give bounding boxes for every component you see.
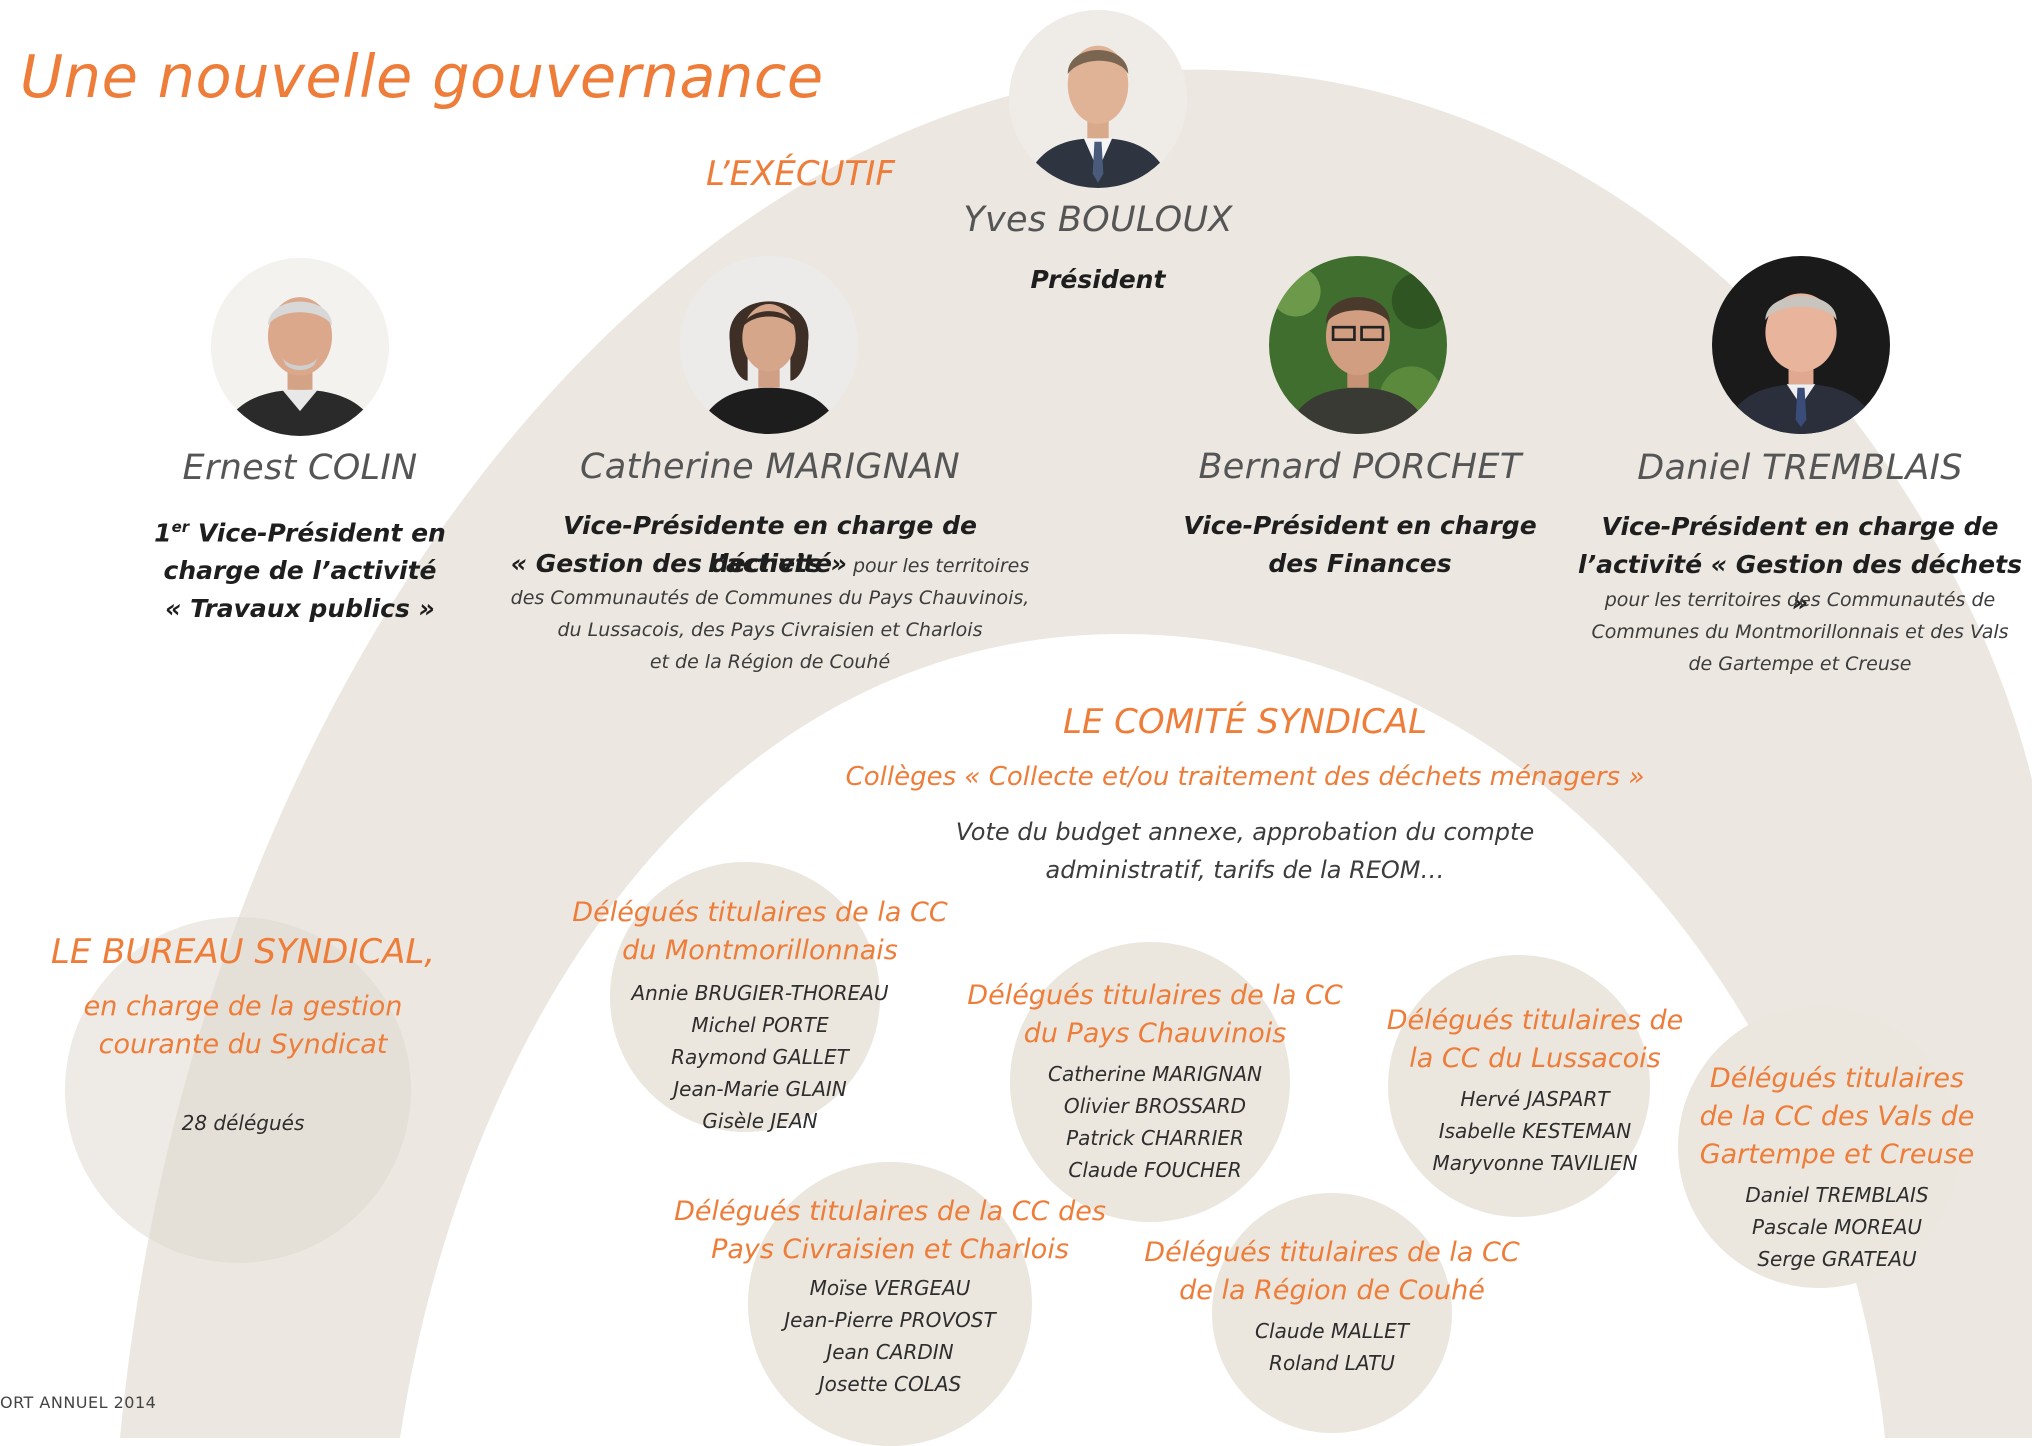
group-members-couhe: Claude MALLET Roland LATU bbox=[1132, 1315, 1532, 1379]
catherine-marignan-role-detail: « Gestion des déchets » pour les territo… bbox=[510, 549, 1030, 673]
bureau-delegate-count: 28 délégués bbox=[181, 1111, 305, 1135]
group-members-montmorillonnais: Annie BRUGIER-THOREAU Michel PORTE Raymo… bbox=[560, 977, 960, 1137]
list-item: Catherine MARIGNAN bbox=[1048, 1062, 1262, 1086]
ernest-colin-photo bbox=[211, 258, 389, 436]
president-role: Président bbox=[1030, 265, 1166, 294]
daniel-tremblais-photo bbox=[1712, 256, 1890, 434]
list-item: Patrick CHARRIER bbox=[1066, 1126, 1244, 1150]
group-circle-lussacois bbox=[1388, 955, 1650, 1217]
daniel-tremblais-name: Daniel TREMBLAIS bbox=[1637, 448, 1963, 488]
list-item: Claude FOUCHER bbox=[1068, 1158, 1242, 1182]
comite-subheading: Collèges « Collecte et/ou traitement des… bbox=[845, 762, 1645, 792]
list-item: Pascale MOREAU bbox=[1751, 1215, 1923, 1239]
catherine-marignan-role: Vice-Présidente en charge de l’activité bbox=[563, 511, 977, 578]
list-item: Annie BRUGIER-THOREAU bbox=[631, 981, 889, 1005]
group-members-chauvinois: Catherine MARIGNAN Olivier BROSSARD Patr… bbox=[955, 1058, 1355, 1186]
group-circle-vals-gartempe bbox=[1678, 1006, 1960, 1288]
list-item: Claude MALLET bbox=[1255, 1319, 1409, 1343]
catherine-marignan-photo bbox=[680, 256, 858, 434]
list-item: Michel PORTE bbox=[691, 1013, 829, 1037]
list-item: Isabelle KESTEMAN bbox=[1438, 1119, 1632, 1143]
group-members-civraisien: Moïse VERGEAU Jean-Pierre PROVOST Jean C… bbox=[690, 1272, 1090, 1400]
bernard-porchet-role: Vice-Président en charge des Finances bbox=[1183, 511, 1537, 578]
list-item: Jean-Marie GLAIN bbox=[673, 1077, 847, 1101]
list-item: Serge GRATEAU bbox=[1757, 1247, 1917, 1271]
page-footer: ORT ANNUEL 2014 bbox=[0, 1393, 157, 1412]
group-title-lussacois: Délégués titulaires de la CC du Lussacoi… bbox=[1386, 1005, 1684, 1074]
group-members-vals-gartempe: Daniel TREMBLAIS Pascale MOREAU Serge GR… bbox=[1637, 1179, 2032, 1275]
list-item: Josette COLAS bbox=[818, 1372, 962, 1396]
executif-heading: L’EXÉCUTIF bbox=[706, 154, 895, 194]
group-title-vals-gartempe: Délégués titulaires de la CC des Vals de… bbox=[1699, 1063, 1975, 1170]
list-item: Olivier BROSSARD bbox=[1063, 1094, 1247, 1118]
daniel-tremblais-role: Vice-Président en charge de l’activité «… bbox=[1578, 512, 2022, 617]
catherine-marignan-name: Catherine MARIGNAN bbox=[580, 447, 960, 487]
president-name: Yves BOULOUX bbox=[963, 200, 1233, 240]
group-title-couhe: Délégués titulaires de la CC de la Régio… bbox=[1144, 1237, 1520, 1306]
list-item: Raymond GALLET bbox=[671, 1045, 849, 1069]
page-title: Une nouvelle gouvernance bbox=[20, 42, 824, 111]
group-circle-chauvinois bbox=[1010, 942, 1290, 1222]
group-title-civraisien: Délégués titulaires de la CC des Pays Ci… bbox=[674, 1196, 1106, 1265]
list-item: Daniel TREMBLAIS bbox=[1745, 1183, 1929, 1207]
bernard-porchet-name: Bernard PORCHET bbox=[1198, 447, 1522, 487]
list-item: Hervé JASPART bbox=[1460, 1087, 1610, 1111]
list-item: Moïse VERGEAU bbox=[809, 1276, 971, 1300]
group-circle-couhe bbox=[1212, 1193, 1452, 1433]
ernest-colin-role: 1er Vice-Président en charge de l’activi… bbox=[154, 518, 446, 624]
group-members-lussacois: Hervé JASPART Isabelle KESTEMAN Maryvonn… bbox=[1335, 1083, 1735, 1179]
daniel-tremblais-role-detail: pour les territoires des Communautés de … bbox=[1591, 589, 2009, 675]
comite-heading: LE COMITÉ SYNDICAL bbox=[1062, 702, 1428, 742]
ernest-colin-name: Ernest COLIN bbox=[182, 448, 418, 488]
bureau-heading: LE BUREAU SYNDICAL, bbox=[50, 932, 436, 972]
comite-vote-description: Vote du budget annexe, approbation du co… bbox=[955, 818, 1535, 884]
list-item: Roland LATU bbox=[1269, 1351, 1395, 1375]
bernard-porchet-photo bbox=[1269, 256, 1447, 434]
bureau-description: en charge de la gestion courante du Synd… bbox=[83, 991, 403, 1060]
list-item: Gisèle JEAN bbox=[702, 1109, 818, 1133]
list-item: Jean CARDIN bbox=[826, 1340, 954, 1364]
list-item: Jean-Pierre PROVOST bbox=[784, 1308, 996, 1332]
group-circle-civraisien bbox=[748, 1162, 1032, 1446]
list-item: Maryvonne TAVILIEN bbox=[1432, 1151, 1638, 1175]
group-circle-montmorillonnais bbox=[610, 862, 880, 1132]
group-title-chauvinois: Délégués titulaires de la CC du Pays Cha… bbox=[967, 980, 1343, 1049]
president-photo bbox=[1009, 10, 1187, 188]
group-title-montmorillonnais: Délégués titulaires de la CC du Montmori… bbox=[572, 897, 948, 966]
